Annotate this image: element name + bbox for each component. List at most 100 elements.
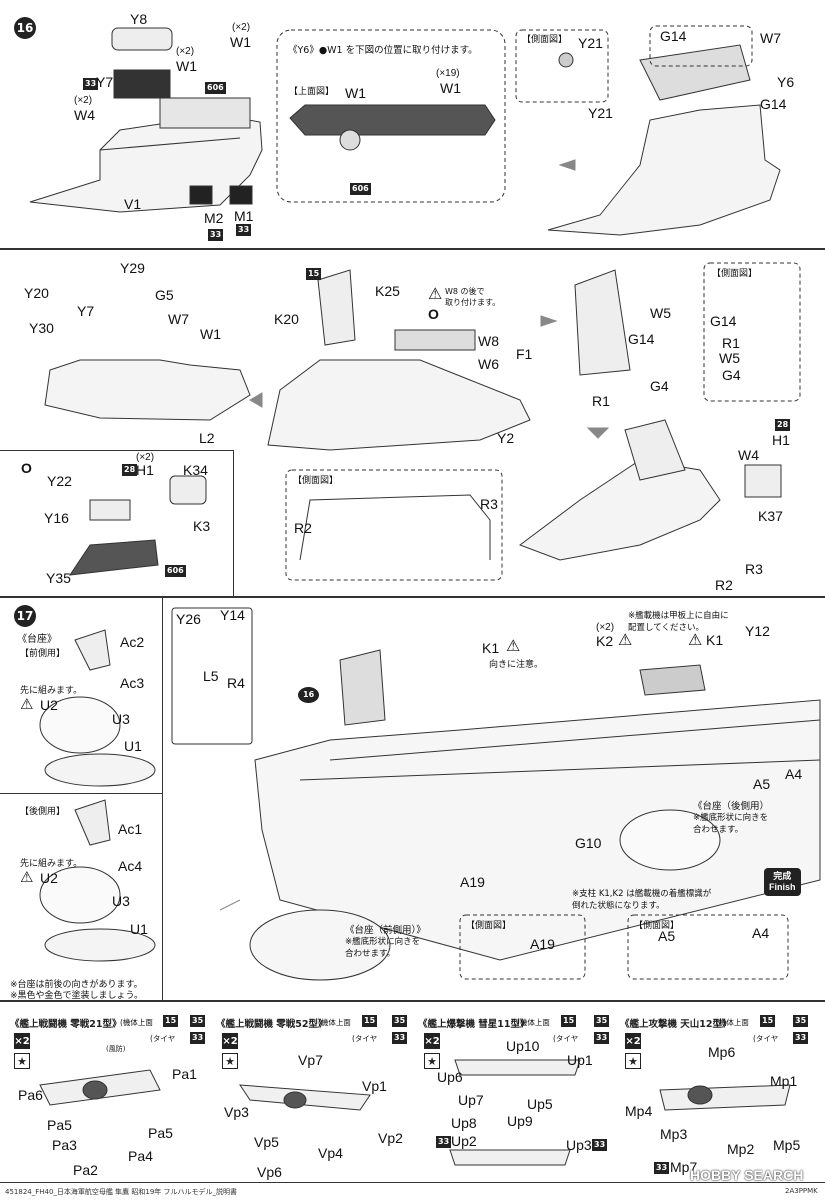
plane4-tire: (タイヤ [753,1034,779,1043]
plane4-mp3: Mp3 [660,1126,688,1142]
label-g5: G5 [155,287,174,303]
plane2-star-icon: ★ [222,1053,238,1069]
k2-qty: (×2) [596,622,615,633]
k1-note: 向きに注意。 [489,660,544,670]
w8-note: W8 の後で 取り付けます。 [445,287,501,307]
carrier-note: ※艦載機は甲板上に自由に 配置してください。 [628,611,729,633]
plane3-star-icon: ★ [424,1053,440,1069]
plane3-fus-b2: 35 [594,1015,610,1027]
label-y12: Y12 [745,623,770,639]
badge-15: 15 [306,268,322,280]
label-l2: L2 [199,430,215,446]
finish-en: Finish [769,882,796,892]
label-w1b-qty: (×2) [176,46,195,57]
stand-ac2: Ac2 [120,634,145,650]
plane1-fus: (機体上面 [120,1018,153,1027]
plane1-pa5b: Pa5 [148,1125,173,1141]
mast-l5: L5 [203,668,219,684]
label-y7: Y7 [96,74,114,90]
label-k1-left: K1 [482,640,500,656]
stand-u2b: U2 [40,870,58,886]
side-a5: A5 [658,928,676,944]
plane4-mp1: Mp1 [770,1073,798,1089]
plane4-mp2: Mp2 [727,1141,755,1157]
side-a19-title: 【側面図】 [466,921,512,931]
label-y20: Y20 [24,285,49,301]
plane2-vp7: Vp7 [298,1052,323,1068]
plane4-mp6: Mp6 [708,1044,736,1060]
plane3-up8: Up8 [451,1115,477,1131]
label-h1-qty: (×2) [136,452,155,463]
side-g4: G4 [722,367,741,383]
finish-badge: 完成 Finish [764,868,801,896]
plane4-mp7: Mp7 [670,1159,698,1175]
label-y16: Y16 [44,510,69,526]
badge-606: 606 [205,82,226,94]
plane1-tire: (タイヤ [150,1034,176,1043]
y6-label-w1: W1 [345,85,366,101]
badge-33-m1: 33 [236,224,252,236]
plane1-pa2: Pa2 [73,1162,98,1178]
plane1-canopy: (風防) [106,1045,126,1053]
plane1-pa4: Pa4 [128,1148,153,1164]
mast-y26: Y26 [176,611,201,627]
label-w5: W5 [650,305,671,321]
stand-panel-divider [0,793,162,794]
step-number-16: 16 [14,17,36,39]
stand-ac4: Ac4 [118,858,143,874]
side-r1: R1 [722,335,740,351]
label-y21: Y21 [588,105,613,121]
plane4-fus-b2: 35 [793,1015,809,1027]
plane1-pa3: Pa3 [52,1137,77,1153]
warn-icon-u2: ⚠ [20,695,34,713]
step16-top-panel [0,0,825,249]
label-w1-mid: W1 [200,326,221,342]
stand-u1: U1 [124,738,142,754]
label-a4: A4 [785,766,803,782]
plane3-tire: (タイヤ [553,1034,579,1043]
plane1-fus-b2: 35 [190,1015,206,1027]
plane2-vp5: Vp5 [254,1134,279,1150]
plane3-fus-b: 15 [561,1015,577,1027]
label-y6: Y6 [777,74,795,90]
plane2-fus: (機体上面 [318,1018,351,1027]
plane4-fus-b: 15 [760,1015,776,1027]
plane1-pa6: Pa6 [18,1087,43,1103]
front-stand-note: ※艦底形状に向きを 合わせます。 [345,937,421,959]
y6-qty: (×19) [436,68,460,79]
side2-title: 【側面図】 [293,476,339,486]
plane4-star-icon: ★ [625,1053,641,1069]
label-g14-bottom: G14 [760,96,787,112]
label-r2-lr: R2 [715,577,733,593]
side2-r2: R2 [294,520,312,536]
label-g14-top: G14 [660,28,687,44]
detail-o-panel [0,450,234,597]
plane3-count: ×2 [424,1033,440,1049]
stand-front-sub: 【前側用】 [20,649,66,659]
stand-front-title: 《台座》 [17,634,57,645]
plane2-fus-b: 15 [362,1015,378,1027]
plane1-tire-b: 33 [190,1032,206,1044]
plane3-badge-33b: 33 [592,1139,608,1151]
stand-panel-right [162,597,163,1001]
label-o: O [428,306,439,322]
stand-ac3: Ac3 [120,675,145,691]
sideview-title: 【側面図】 [522,35,568,45]
plane3-up5: Up5 [527,1096,553,1112]
plane4-badge-33: 33 [654,1162,670,1174]
label-k3: K3 [193,518,211,534]
badge-16: 16 [298,687,320,703]
label-g10: G10 [575,835,602,851]
label-w4-lr: W4 [738,447,759,463]
badge-33-m2: 33 [208,229,224,241]
label-r1: R1 [592,393,610,409]
plane4-mp4: Mp4 [625,1103,653,1119]
label-h1: H1 [136,462,154,478]
detail-o-label: O [21,460,32,476]
plane1-title: 《艦上戦闘機 零戦21型》 [10,1019,122,1030]
rear-stand-note: ※艦底形状に向きを 合わせます。 [693,813,769,835]
y6-subtitle: 【上面図】 [289,87,335,97]
side-a19: A19 [530,936,555,952]
badge-606-o: 606 [165,565,186,577]
mast-r4: R4 [227,675,245,691]
